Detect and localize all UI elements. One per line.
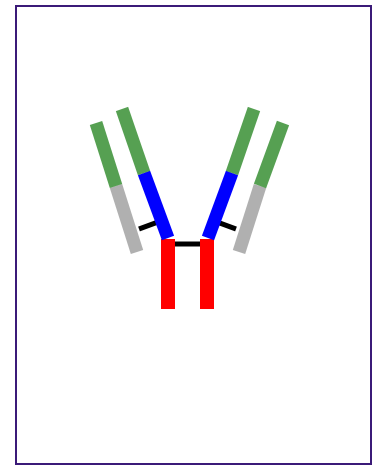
light-chain-left-variable [89, 121, 123, 188]
light-chain-right-constant [232, 184, 267, 254]
heavy-chain-right-arm [201, 106, 261, 241]
left-heavy-light-disulfide-bond [138, 219, 159, 232]
heavy-chain-left-arm [115, 106, 175, 241]
heavy-chain-left-ch1 [137, 170, 175, 241]
heavy-chain-right-variable [225, 106, 261, 176]
heavy-chain-right-fc [200, 239, 214, 309]
light-chain-right [232, 120, 290, 254]
heavy-chain-left-fc [161, 239, 175, 309]
light-chain-right-variable [253, 120, 290, 189]
light-chain-left-constant [109, 184, 144, 254]
fc-region [161, 239, 214, 309]
light-chain-left [89, 121, 144, 254]
heavy-chain-left-variable [115, 106, 151, 176]
diagram-frame [15, 5, 372, 465]
heavy-chain-right-ch1 [201, 170, 239, 241]
